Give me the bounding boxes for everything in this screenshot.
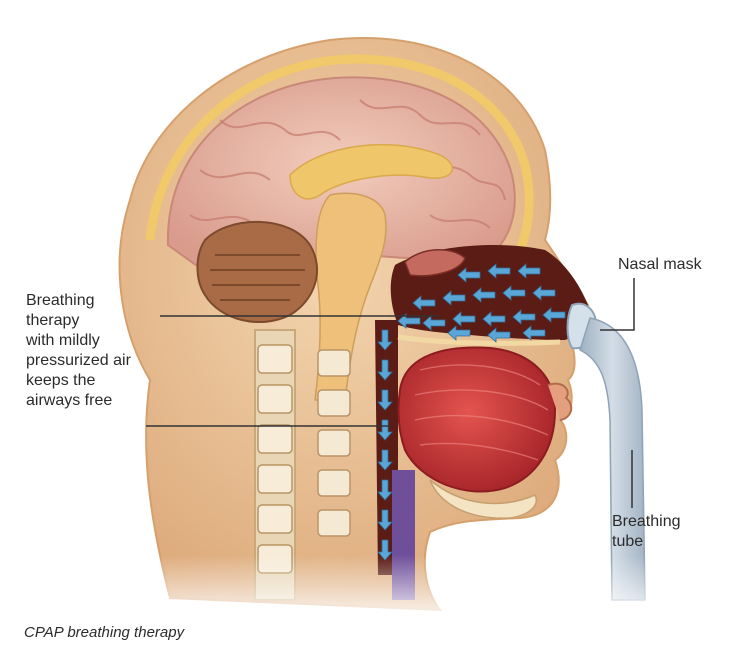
- label-line: tube: [612, 532, 681, 552]
- cerebellum: [198, 222, 318, 322]
- label-breathing-tube: Breathing tube: [612, 512, 681, 552]
- label-nasal-mask: Nasal mask: [618, 255, 702, 275]
- label-line: pressurized air: [26, 351, 131, 371]
- label-line: Breathing: [612, 512, 681, 532]
- label-line: Breathing: [26, 291, 131, 311]
- bottom-fade: [120, 555, 680, 625]
- figure-caption: CPAP breathing therapy: [24, 624, 184, 641]
- leader-nasal-mask: [600, 278, 634, 330]
- label-line: airways free: [26, 391, 131, 411]
- label-line: with mildly: [26, 331, 131, 351]
- label-line: keeps the: [26, 371, 131, 391]
- label-breathing-therapy: Breathing therapy with mildly pressurize…: [26, 291, 131, 411]
- label-line: Nasal mask: [618, 255, 702, 275]
- label-line: therapy: [26, 311, 131, 331]
